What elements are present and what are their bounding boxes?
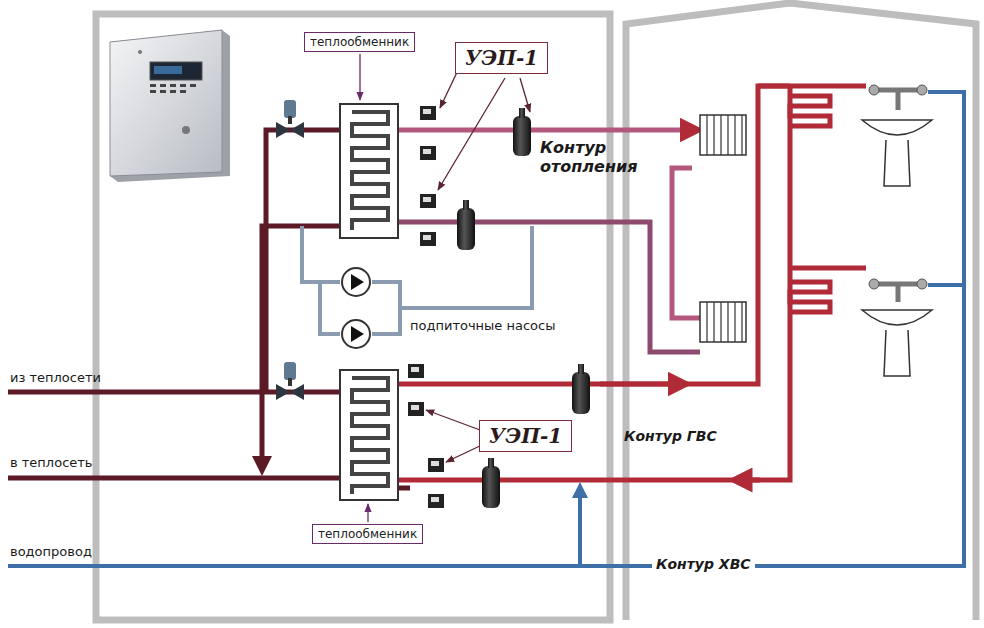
callout-box: УЭП-1 [455,42,548,74]
pipe-label: в теплосеть [10,455,93,471]
callout-text: УЭП-1 [465,46,538,70]
callout-text: теплообменник [318,527,417,541]
pipe-label: водопровод [10,544,92,560]
callout-box: УЭП-1 [479,420,572,452]
callout-box: теплообменник [304,32,415,52]
callout-text: УЭП-1 [489,424,562,448]
pipe-label: Контур ХВС [652,556,755,573]
pipe-label: из теплосети [10,370,101,386]
pipe-label: подпиточные насосы [410,318,555,334]
callout-box: теплообменник [312,524,423,544]
callout-text: теплообменник [310,35,409,49]
pipe-label: Контур ГВС [624,428,717,445]
pipe-label: Контур отопления [540,138,660,176]
